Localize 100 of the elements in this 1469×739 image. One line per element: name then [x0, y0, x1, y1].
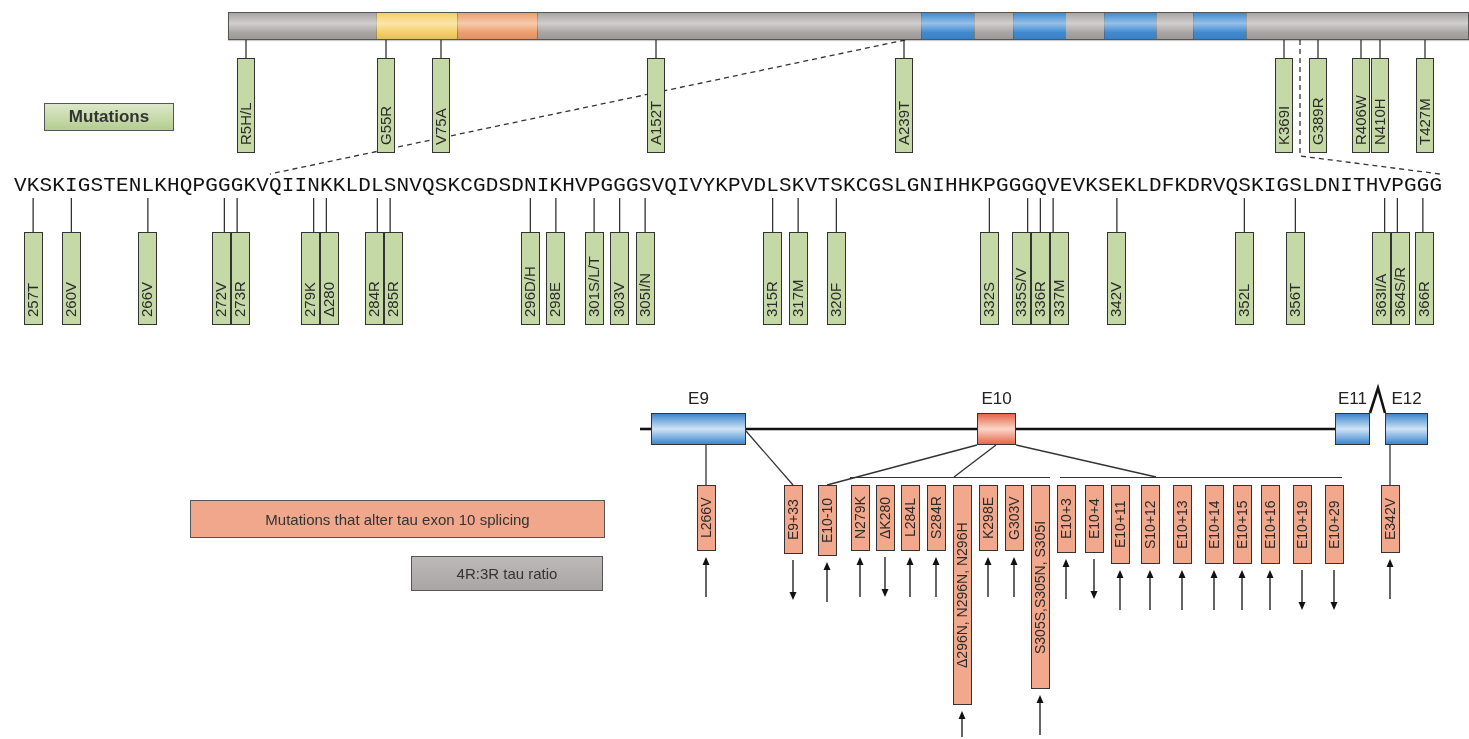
mutation-box: E10+13: [1172, 485, 1192, 564]
leader-line: [1422, 197, 1424, 233]
mutation-box: 363I/A: [1372, 232, 1392, 325]
mutation-box: E10+4: [1084, 485, 1104, 553]
mutation-box: N410H: [1371, 58, 1389, 153]
mutation-box: E10+15: [1232, 485, 1252, 564]
leader-line: [903, 39, 905, 59]
mutation-box: E10-10: [817, 485, 837, 556]
mutation-box: 284R: [364, 232, 384, 325]
mutation-box: A152T: [647, 58, 665, 153]
mutation-box: 296D/H: [520, 232, 540, 325]
mutation-box: 279K: [301, 232, 321, 325]
mutation-box: N279K: [850, 485, 870, 551]
dashed-line: [1299, 39, 1441, 175]
mutation-box: 301S/L/T: [584, 232, 604, 325]
mutation-box: E10+16: [1260, 485, 1280, 564]
leader-line: [529, 197, 532, 233]
mutation-box: G389R: [1309, 58, 1327, 153]
mutation-box: G55R: [377, 58, 395, 153]
mutation-box: R5H/L: [237, 58, 255, 153]
mutation-box: E10+3: [1056, 485, 1076, 553]
leader-line: [644, 197, 646, 233]
intron-line: [1016, 427, 1335, 431]
mutation-box: 298E: [546, 232, 566, 325]
mutation-box: L266V: [696, 485, 716, 551]
mutation-box: ΔK280: [875, 485, 895, 551]
mutation-box: 342V: [1107, 232, 1127, 325]
mutation-box: K369I: [1275, 58, 1293, 153]
leader-line: [1052, 197, 1054, 233]
leader-line: [385, 39, 387, 59]
mutation-box: S10+12: [1140, 485, 1160, 564]
leader-line: [835, 197, 838, 233]
mutation-box: V75A: [432, 58, 450, 153]
legend-label: Mutations that alter tau exon 10 splicing: [265, 510, 530, 528]
mutation-box: K298E: [978, 485, 998, 551]
mutation-box: E9+33: [783, 485, 803, 554]
leader-line: [236, 197, 238, 233]
leader-line: [1294, 197, 1297, 233]
leader-line: [70, 197, 73, 233]
leader-line: [953, 444, 997, 478]
mutation-box: S305S,S305N, S305I: [1030, 485, 1050, 689]
mutation-box: E10+14: [1204, 485, 1224, 564]
leader-line: [1389, 444, 1391, 486]
mutation-box: 272V: [211, 232, 231, 325]
mutation-box: 260V: [61, 232, 81, 325]
leader-line: [1039, 197, 1042, 233]
leader-line: [655, 39, 657, 59]
mutation-box: 266V: [138, 232, 158, 325]
leader-line: [1243, 197, 1246, 233]
leader-line: [1379, 39, 1381, 59]
intron-line: [746, 427, 977, 431]
leader-line: [245, 39, 247, 59]
leader-line: [440, 39, 442, 59]
exon-label: E9: [688, 389, 709, 409]
leader-line: [147, 197, 149, 233]
exon-label: E10: [981, 389, 1012, 409]
leader-line: [988, 197, 991, 233]
protein-bar: [228, 12, 1469, 40]
mutation-box: Δ296N, N296N, N296H: [952, 485, 972, 705]
leader-line: [1015, 444, 1157, 478]
legend-label: Mutations: [68, 107, 150, 127]
leader-line: [32, 197, 34, 233]
leader-line: [745, 430, 794, 486]
mutation-box: E10+19: [1292, 485, 1312, 564]
leader-line: [1317, 39, 1319, 59]
mutation-box: 352L: [1234, 232, 1254, 325]
leader-line: [705, 444, 707, 486]
dashed-line: [269, 39, 906, 175]
exon-label: E12: [1391, 389, 1422, 409]
mutation-box: E10+11: [1110, 485, 1130, 564]
mutation-box: 257T: [23, 232, 43, 325]
mutation-box: L284L: [900, 485, 920, 551]
leader-line: [826, 444, 978, 486]
mutation-box: 320F: [826, 232, 846, 325]
intron-line: [1368, 383, 1387, 414]
exon-label: E11: [1338, 389, 1367, 409]
leader-line: [797, 197, 799, 233]
mutation-box: S284R: [926, 485, 946, 551]
leader-line: [1396, 197, 1399, 233]
mutation-box: A239T: [895, 58, 913, 153]
mutation-box: 305I/N: [635, 232, 655, 325]
mutation-box: 303V: [610, 232, 630, 325]
mutation-box: R406W: [1352, 58, 1370, 153]
mutation-box: 335S/V: [1011, 232, 1031, 325]
leader-line: [1283, 39, 1285, 59]
leader-line: [1384, 197, 1386, 233]
mutation-box: 332S: [979, 232, 999, 325]
mutation-box: G303V: [1004, 485, 1024, 551]
leader-line: [555, 197, 557, 233]
leader-line: [593, 197, 595, 233]
leader-line: [1027, 197, 1029, 233]
leader-line: [1360, 39, 1362, 59]
leader-line: [619, 197, 621, 233]
mutation-box: E342V: [1380, 485, 1400, 553]
amino-acid-sequence: VKSKIGSTENLKHQPGGGKVQIINKKLDLSNVQSKCGDSDNIKHVPGGGSVQIVYKPVDLSKVTSKCGSLGNIHHKPGGGQVEVKSEKLDFKDRVQSKIGSLDNITHVPGGG: [14, 174, 1446, 198]
leader-line: [389, 197, 391, 233]
leader-line: [313, 197, 315, 233]
mutation-box: 366R: [1415, 232, 1435, 325]
leader-line: [325, 197, 328, 233]
leader-line: [223, 197, 226, 233]
